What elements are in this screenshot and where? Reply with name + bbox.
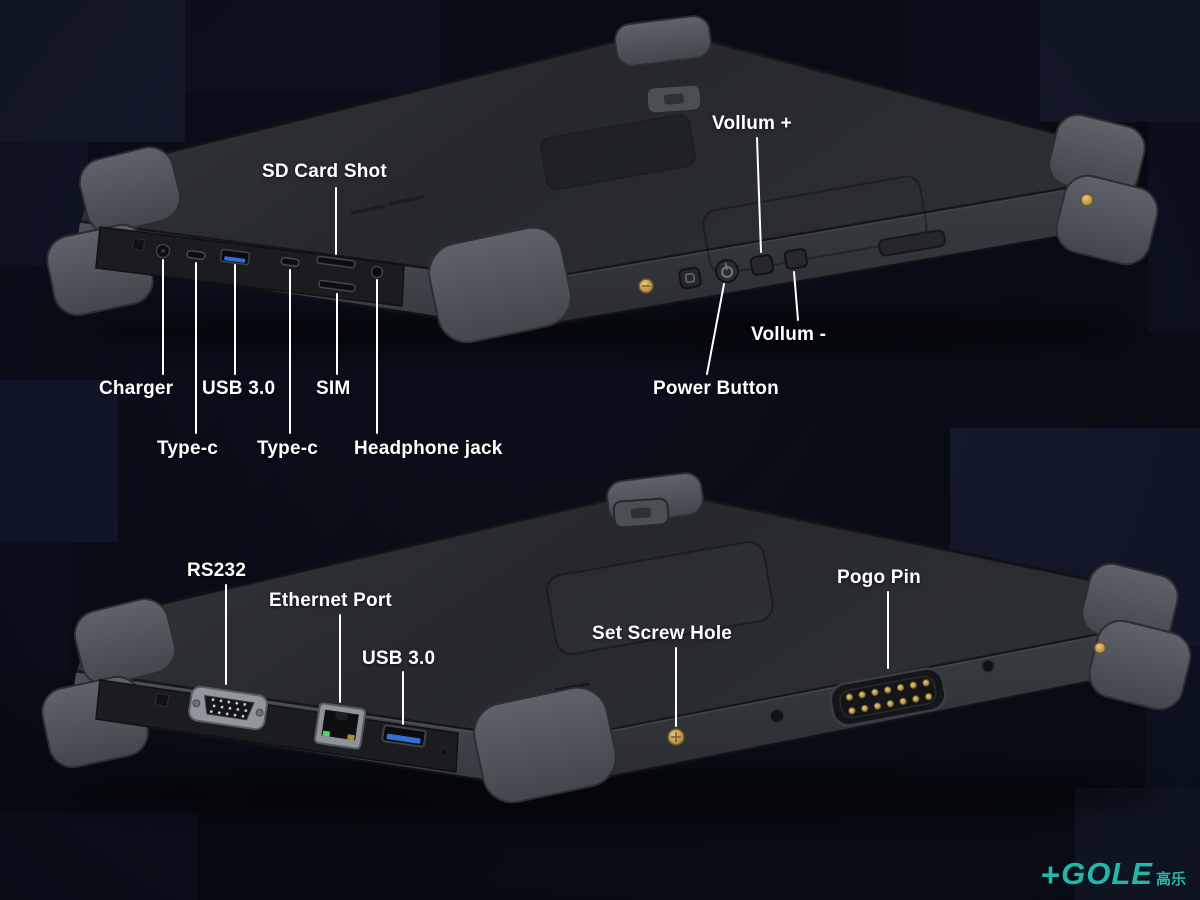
bg-panel xyxy=(1040,0,1200,122)
label-ethernet-port: Ethernet Port xyxy=(269,590,392,611)
label-sim: SIM xyxy=(316,378,351,399)
back-recess-panel xyxy=(540,113,696,191)
type-c-port-2 xyxy=(280,257,300,267)
bg-panel xyxy=(0,812,198,900)
usb3-port-bottom xyxy=(381,724,427,748)
bg-panel xyxy=(1148,122,1200,332)
tablet-shadow xyxy=(80,306,1120,358)
lock-slot xyxy=(154,692,170,708)
headphone-jack-port xyxy=(370,265,384,279)
round-hole xyxy=(769,708,785,724)
strap-clip-tab xyxy=(612,497,670,529)
usb3-port-top xyxy=(219,248,251,266)
strap-clip-tab xyxy=(645,83,703,115)
leader-lines xyxy=(162,137,889,727)
set-screw xyxy=(667,728,685,746)
pogo-pin-connector xyxy=(829,667,947,727)
lock-slot xyxy=(132,238,145,251)
sim-card-slot xyxy=(318,279,356,293)
tablet-bottom-view xyxy=(41,472,1192,823)
label-volume-up: Vollum + xyxy=(712,113,792,134)
sd-card-slot xyxy=(316,255,356,269)
leader-power xyxy=(706,283,725,375)
side-slot xyxy=(878,229,946,257)
label-pogo-pin: Pogo Pin xyxy=(837,567,921,588)
label-type-c-1: Type-c xyxy=(157,438,219,459)
label-type-c-2: Type-c xyxy=(257,438,319,459)
charger-port xyxy=(155,243,171,259)
label-charger: Charger xyxy=(99,378,174,399)
back-seam xyxy=(702,175,928,275)
function-button xyxy=(678,266,702,290)
power-button xyxy=(715,259,739,283)
tablet-top-view xyxy=(46,15,1159,358)
logo-plus-icon: + xyxy=(1040,856,1061,893)
speaker-grille xyxy=(350,195,424,215)
corner-bumpers xyxy=(46,15,1159,344)
leader-vollum-minus xyxy=(793,271,799,321)
label-headphone-jack: Headphone jack xyxy=(354,438,503,459)
label-sd-card-slot: SD Card Shot xyxy=(262,161,387,182)
label-volume-down: Vollum - xyxy=(751,324,827,345)
gold-screw-right xyxy=(1080,193,1094,207)
pin-hole xyxy=(439,747,449,757)
brand-logo: + GOLE 高乐 xyxy=(1041,856,1186,892)
tablet-shadow xyxy=(70,767,1160,823)
label-power-button: Power Button xyxy=(653,378,779,399)
gold-screw-right xyxy=(1093,641,1107,655)
rs232-vga-port xyxy=(188,685,268,731)
label-usb3-top: USB 3.0 xyxy=(202,378,276,399)
bg-panel xyxy=(198,845,438,900)
leader-vollum-plus xyxy=(756,137,762,253)
volume-down-button xyxy=(783,248,809,270)
type-c-port-1 xyxy=(186,250,206,260)
round-hole xyxy=(981,659,995,673)
battery-cover xyxy=(546,541,774,655)
bg-panel xyxy=(0,0,185,142)
logo-cjk-text: 高乐 xyxy=(1155,871,1186,888)
label-rs232: RS232 xyxy=(187,560,247,581)
gold-screw-top xyxy=(638,278,654,294)
label-usb3-bottom: USB 3.0 xyxy=(362,648,436,669)
label-set-screw-hole: Set Screw Hole xyxy=(592,623,733,644)
logo-brand-text: GOLE xyxy=(1061,856,1153,891)
bg-panel xyxy=(0,380,118,542)
bg-panel xyxy=(185,0,440,92)
volume-up-button xyxy=(749,254,775,276)
ethernet-port xyxy=(313,702,367,750)
bg-panel xyxy=(0,542,70,672)
